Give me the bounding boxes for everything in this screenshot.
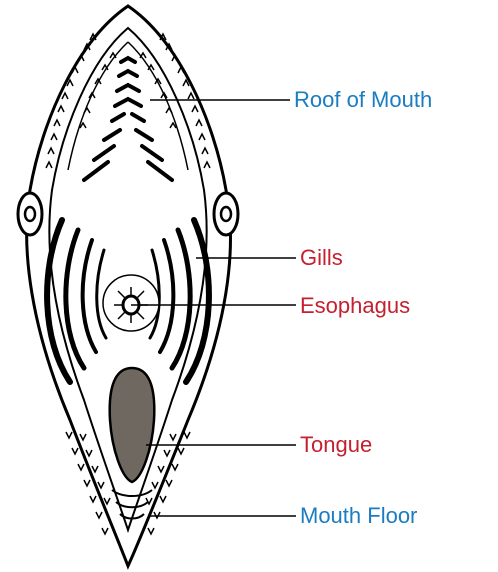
label-mouth-floor: Mouth Floor — [300, 505, 417, 527]
label-gills: Gills — [300, 247, 343, 269]
eye-right — [214, 193, 238, 235]
label-roof-of-mouth: Roof of Mouth — [294, 89, 432, 111]
label-tongue: Tongue — [300, 434, 372, 456]
esophagus-opening — [103, 275, 159, 331]
label-esophagus: Esophagus — [300, 295, 410, 317]
eye-left — [18, 193, 42, 235]
